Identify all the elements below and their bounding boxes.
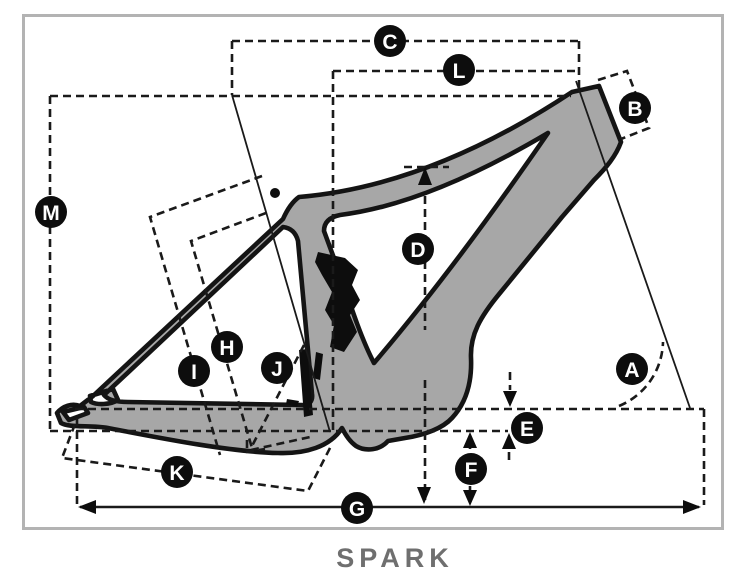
a-angle-arc [618, 341, 665, 408]
label-g: G [341, 492, 373, 524]
label-e: E [511, 412, 543, 444]
svg-text:M: M [42, 202, 60, 225]
svg-text:H: H [219, 337, 234, 360]
outer-seat-bracket [148, 174, 263, 456]
seat-tube-strut-detail [299, 349, 323, 417]
label-k: K [161, 456, 193, 488]
svg-text:D: D [410, 239, 425, 262]
j-base-line [250, 435, 311, 452]
steering-axis-line [575, 80, 691, 409]
bracket-end-tick [245, 440, 266, 454]
inner-seat-bracket [189, 211, 267, 449]
label-l: L [443, 54, 475, 86]
f-arrow-down [463, 490, 477, 506]
label-d: D [402, 233, 434, 265]
svg-text:A: A [624, 359, 639, 382]
seat-tube-axis-line [231, 94, 331, 433]
label-b: B [619, 92, 651, 124]
f-arrow-up [463, 432, 477, 448]
pivot-dot [270, 188, 280, 198]
e-arrow-shafts [507, 372, 512, 464]
d-arrow-up [418, 167, 432, 185]
label-a: A [616, 353, 648, 385]
wheelbase-arrow-right [683, 500, 701, 514]
svg-text:L: L [453, 60, 466, 83]
svg-text:B: B [627, 98, 642, 121]
shock-absorber-detail [315, 252, 360, 352]
d-arrow-down [417, 487, 431, 504]
svg-text:K: K [169, 462, 184, 485]
label-h: H [211, 331, 243, 363]
label-i: I [178, 355, 210, 387]
svg-text:J: J [271, 358, 283, 381]
svg-text:E: E [520, 418, 534, 441]
label-m: M [35, 196, 67, 228]
wheelbase-arrow-left [78, 500, 96, 514]
e-arrow-up [502, 433, 516, 449]
label-f: F [455, 453, 487, 485]
j-pointer-line [249, 344, 306, 449]
frame-geometry-svg: A B C D E F G H I J K L M [22, 14, 724, 530]
b-box [597, 69, 651, 141]
svg-text:G: G [349, 498, 365, 521]
diagram-border [22, 14, 724, 530]
chainstay-mount-detail [286, 399, 299, 407]
label-j: J [261, 352, 293, 384]
model-title: SPARK [336, 543, 454, 573]
svg-text:C: C [382, 31, 397, 54]
label-c: C [374, 25, 406, 57]
svg-text:I: I [191, 361, 197, 384]
svg-text:F: F [465, 459, 478, 482]
e-arrow-down [503, 391, 517, 407]
